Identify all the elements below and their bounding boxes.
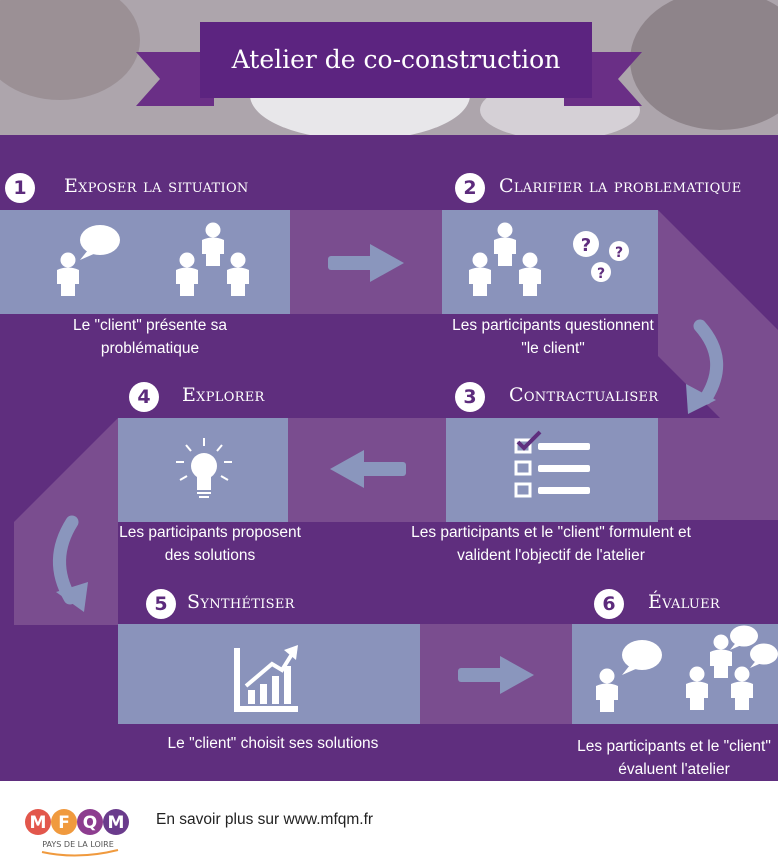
step-title-3: Contractualiser — [509, 384, 659, 406]
step-number-1: 1 — [5, 173, 35, 203]
footer-link-text[interactable]: En savoir plus sur www.mfqm.fr — [156, 811, 374, 828]
step-number-6: 6 — [594, 589, 624, 619]
arrow-left-icon — [330, 450, 406, 488]
lightbulb-icon — [176, 438, 232, 498]
logo-subtitle: PAYS DE LA LOIRE — [42, 840, 114, 849]
mfqm-logo: M F Q M PAYS DE LA LOIRE — [25, 809, 129, 857]
arrow-right-1-icon — [328, 244, 404, 282]
step-title-6: Évaluer — [648, 591, 721, 613]
page-title: Atelier de co-construction — [231, 45, 561, 74]
logo-letter-m: M — [30, 813, 47, 833]
step-number-5: 5 — [146, 589, 176, 619]
svg-text:?: ? — [597, 266, 605, 282]
step-number-2: 2 — [455, 173, 485, 203]
panel-1 — [0, 210, 290, 314]
curved-arrow-down-left-icon — [53, 515, 88, 612]
step-title-1: Exposer la situation — [64, 175, 249, 197]
footer-background — [0, 781, 778, 864]
step-description-4: Les participants proposent des solutions — [119, 524, 301, 564]
step-number-4: 4 — [129, 382, 159, 412]
logo-letter-m2: M — [108, 813, 125, 833]
curved-arrow-down-right-icon — [686, 319, 724, 414]
step-title-2: Clarifier la problematique — [499, 175, 742, 197]
arrow-right-2-icon — [458, 656, 534, 694]
svg-text:?: ? — [615, 245, 623, 261]
checklist-icon — [514, 430, 590, 498]
step-title-4: Explorer — [182, 384, 265, 406]
step-title-5: Synthétiser — [187, 591, 295, 613]
question-marks-icon: ? ? ? — [573, 231, 629, 282]
step-description-6: Les participants et le "client" évaluent… — [577, 738, 771, 778]
step-number-3: 3 — [455, 382, 485, 412]
growth-chart-icon — [234, 645, 298, 712]
logo-letter-q: Q — [83, 813, 97, 833]
title-banner — [136, 22, 642, 106]
logo-letter-f: F — [58, 813, 70, 833]
svg-text:?: ? — [581, 235, 591, 256]
step-description-5: Le "client" choisit ses solutions — [167, 735, 379, 752]
step-description-3: Les participants et le "client" formulen… — [411, 524, 691, 564]
step-description-1: Le "client" présente sa problématique — [72, 317, 228, 357]
step-description-2: Les participants questionnent "le client… — [452, 317, 654, 357]
